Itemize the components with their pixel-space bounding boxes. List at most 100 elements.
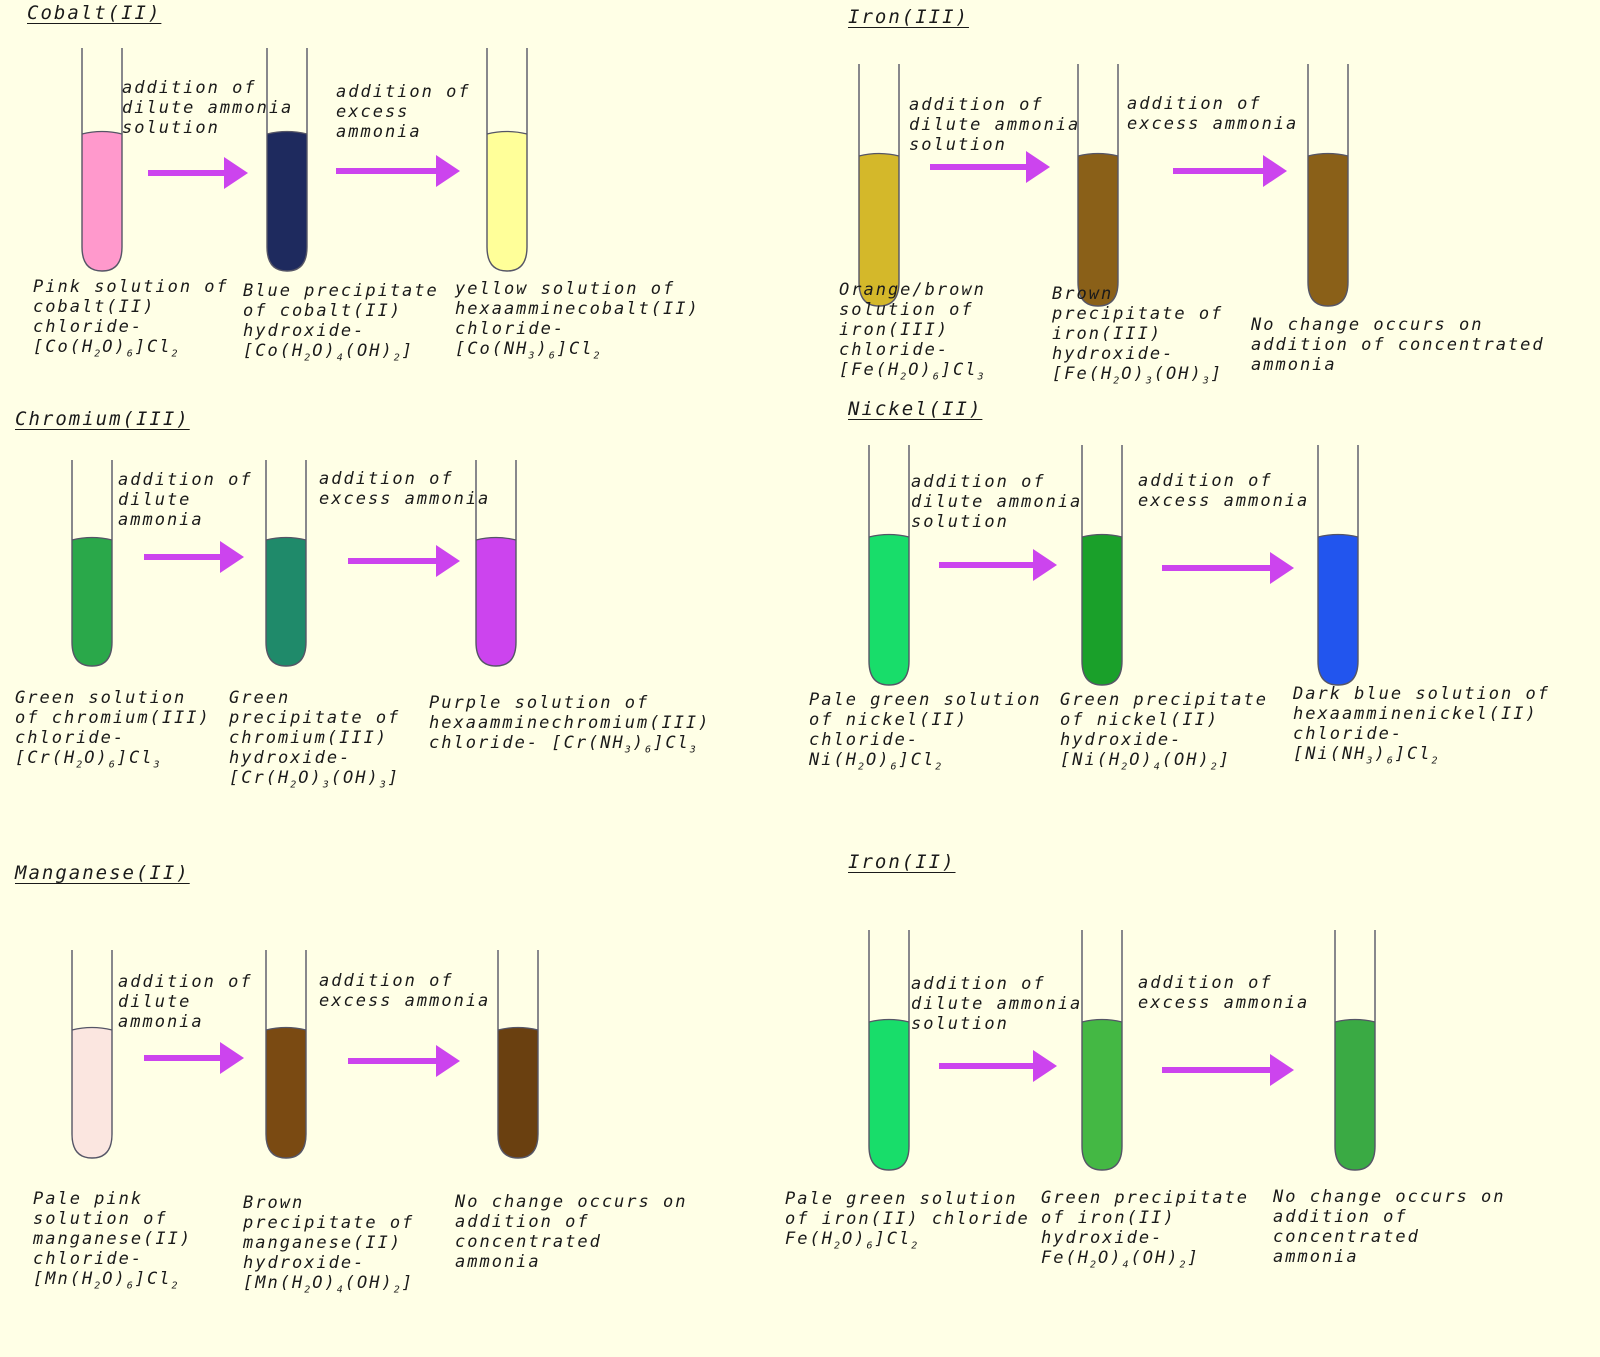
arrow-shaft (144, 1055, 222, 1061)
tube-caption: Green precipitate of iron(II) hydroxide-… (1041, 1188, 1249, 1271)
tube-caption: Green solution of chromium(III) chloride… (15, 688, 211, 771)
test-tube (1334, 930, 1376, 1171)
test-tube (475, 460, 517, 667)
tube-caption: Purple solution of hexaamminechromium(II… (429, 693, 711, 756)
arrow-head (1270, 1054, 1294, 1086)
tube-meniscus (81, 130, 123, 135)
tube-liquid (267, 131, 307, 271)
test-tube (486, 48, 528, 272)
reaction-arrow (1162, 1054, 1294, 1086)
tube-liquid (1078, 153, 1118, 306)
section-title-cobalt: Cobalt(II) (27, 2, 162, 24)
step-label-dilute: addition of dilute ammonia (118, 470, 253, 530)
arrow-head (436, 545, 460, 577)
tube-liquid (1082, 534, 1122, 685)
tube-liquid (72, 537, 112, 666)
tube-caption: Green precipitate of nickel(II) hydroxid… (1060, 690, 1268, 773)
section-title-iron3: Iron(III) (848, 6, 969, 28)
test-tube (868, 930, 910, 1171)
tube-glass (868, 930, 910, 1171)
tube-liquid (266, 537, 306, 666)
tube-caption: Brown precipitate of manganese(II) hydro… (243, 1193, 415, 1296)
test-tube (1307, 64, 1349, 307)
tube-glass (266, 48, 308, 272)
reaction-arrow (348, 1045, 460, 1077)
step-label-dilute: addition of dilute ammonia solution (909, 95, 1081, 155)
tube-caption: yellow solution of hexaamminecobalt(II) … (455, 279, 700, 362)
arrow-shaft (930, 164, 1028, 170)
arrow-head (436, 1045, 460, 1077)
test-tube (1317, 445, 1359, 686)
test-tube (1081, 930, 1123, 1171)
test-tube (266, 48, 308, 272)
arrow-head (1033, 1050, 1057, 1082)
tube-glass (475, 460, 517, 667)
tube-liquid (859, 153, 899, 306)
tube-meniscus (858, 152, 900, 157)
tube-caption: No change occurs on addition of concentr… (1251, 315, 1545, 375)
tube-glass (81, 48, 123, 272)
tube-liquid (266, 1027, 306, 1158)
reaction-arrow (939, 549, 1057, 581)
tube-meniscus (266, 130, 308, 135)
tube-meniscus (265, 536, 307, 541)
arrow-shaft (336, 168, 438, 174)
tube-glass (1081, 445, 1123, 686)
arrow-shaft (939, 1063, 1035, 1069)
tube-glass (265, 950, 307, 1159)
arrow-shaft (1162, 565, 1272, 571)
reaction-arrow (144, 1042, 244, 1074)
tube-caption: No change occurs on addition of concentr… (455, 1192, 688, 1272)
tube-caption: Pale pink solution of manganese(II) chlo… (33, 1189, 193, 1292)
arrow-shaft (1162, 1067, 1272, 1073)
tube-glass (1081, 930, 1123, 1171)
tube-glass (858, 64, 900, 307)
reaction-arrow (939, 1050, 1057, 1082)
step-label-dilute: addition of dilute ammonia (118, 972, 253, 1032)
tube-glass (71, 950, 113, 1159)
step-label-excess: addition of excess ammonia (1127, 94, 1299, 134)
tube-glass (1307, 64, 1349, 307)
tube-meniscus (1081, 533, 1123, 538)
tube-glass (1317, 445, 1359, 686)
arrow-head (220, 541, 244, 573)
tube-meniscus (1081, 1018, 1123, 1023)
arrow-shaft (348, 1058, 438, 1064)
tube-liquid (869, 1019, 909, 1170)
tube-meniscus (71, 536, 113, 541)
tube-caption: Brown precipitate of iron(III) hydroxide… (1052, 284, 1224, 387)
step-label-excess: addition of excess ammonia (319, 971, 491, 1011)
tube-meniscus (486, 130, 528, 135)
reaction-arrow (144, 541, 244, 573)
tube-caption: Pink solution of cobalt(II) chloride- [C… (33, 277, 229, 360)
tube-caption: Blue precipitate of cobalt(II) hydroxide… (243, 281, 439, 364)
tube-meniscus (497, 1026, 539, 1031)
tube-glass (71, 460, 113, 667)
tube-meniscus (1317, 533, 1359, 538)
arrow-shaft (1173, 168, 1265, 174)
test-tube (71, 950, 113, 1159)
reaction-arrow (1162, 552, 1294, 584)
tube-liquid (487, 131, 527, 271)
arrow-head (1263, 155, 1287, 187)
tube-meniscus (71, 1026, 113, 1031)
step-label-dilute: addition of dilute ammonia solution (122, 78, 294, 138)
test-tube (265, 950, 307, 1159)
tube-meniscus (1334, 1018, 1376, 1023)
tube-meniscus (1307, 152, 1349, 157)
reaction-arrow (1173, 155, 1287, 187)
tube-liquid (1308, 153, 1348, 306)
step-label-excess: addition of excess ammonia (319, 469, 491, 509)
step-label-excess: addition of excess ammonia (336, 82, 471, 142)
tube-meniscus (1077, 152, 1119, 157)
tube-liquid (82, 131, 122, 271)
tube-glass (486, 48, 528, 272)
tube-meniscus (868, 1018, 910, 1023)
section-title-chromium: Chromium(III) (15, 408, 190, 430)
step-label-excess: addition of excess ammonia (1138, 973, 1310, 1013)
section-title-manganese: Manganese(II) (15, 862, 190, 884)
tube-caption: Orange/brown solution of iron(III) chlor… (839, 280, 986, 383)
tube-glass (265, 460, 307, 667)
arrow-head (436, 155, 460, 187)
arrow-head (1270, 552, 1294, 584)
